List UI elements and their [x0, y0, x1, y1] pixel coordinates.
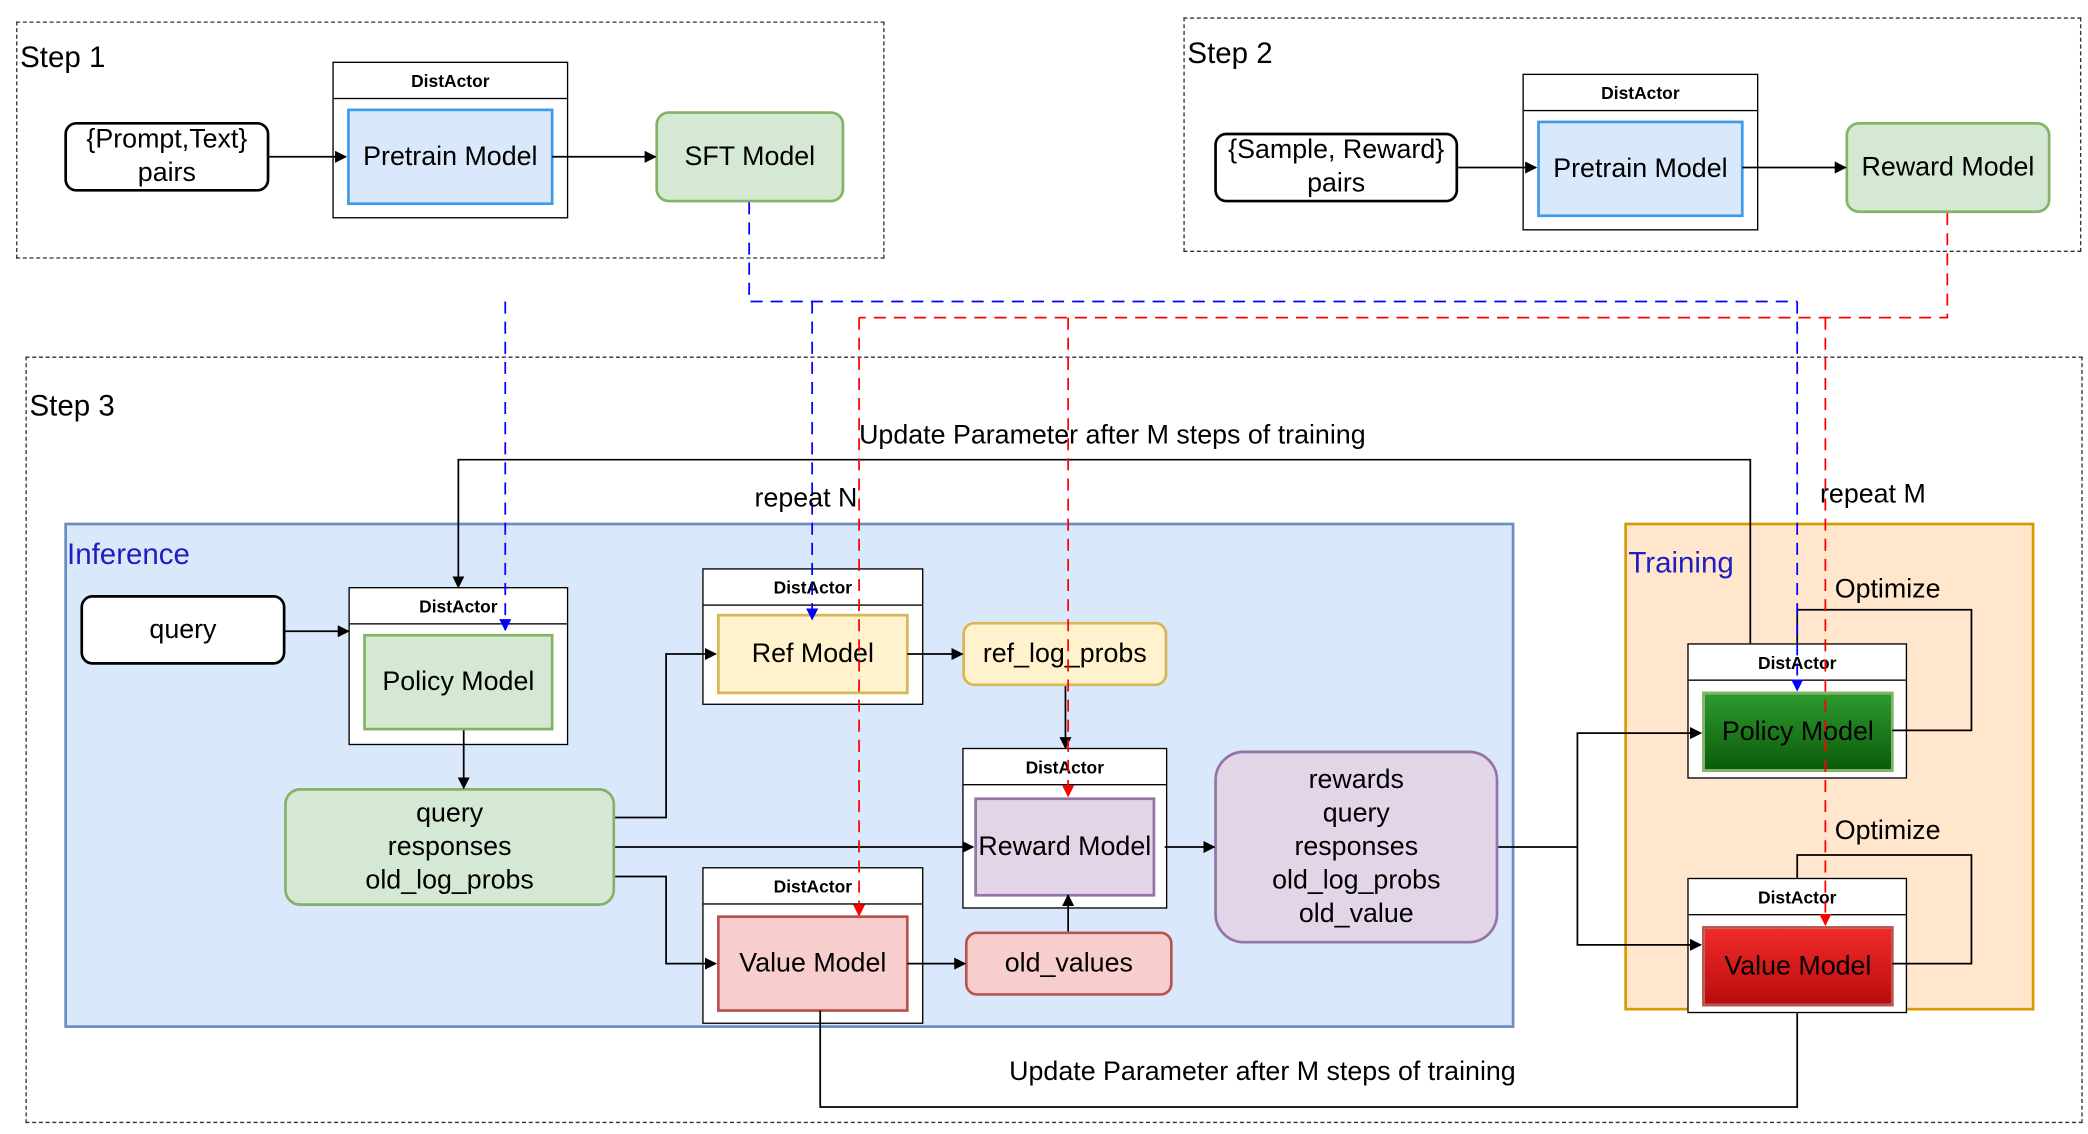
blue-dash-sft-trunk	[748, 202, 1798, 303]
distactor-policy-train: DistActor Policy Model	[1687, 643, 1908, 779]
distactor-pretrain-2: DistActor Pretrain Model	[1522, 73, 1759, 231]
value-model-train-node: Value Model	[1702, 926, 1894, 1007]
edge-update-value	[819, 1010, 1799, 1108]
query-bundle-line2: responses	[387, 831, 512, 862]
rewards-bundle-line4: old_log_probs	[1272, 865, 1441, 895]
old-values-node: old_values	[964, 931, 1173, 996]
distactor-header: DistActor	[333, 63, 567, 100]
distactor-header: DistActor	[1523, 75, 1758, 112]
rewards-bundle-line2: query	[1322, 798, 1390, 828]
edge-rewards-to-value-train	[1576, 847, 1703, 951]
prompt-text-pairs-line1: {Prompt,Text}	[86, 124, 248, 155]
step1-title: Step 1	[20, 40, 106, 74]
optimize-value-label: Optimize	[1834, 816, 1941, 846]
ref-model-node: Ref Model	[717, 613, 909, 695]
rewards-bundle-line1: rewards	[1308, 764, 1404, 795]
sample-reward-pairs-line1: {Sample, Reward}	[1228, 135, 1445, 165]
sample-reward-pairs-line2: pairs	[1307, 168, 1366, 199]
loop-optimize-policy	[1796, 608, 1973, 732]
edge-bundle-to-ref	[615, 647, 718, 819]
distactor-value-train: DistActor Value Model	[1687, 877, 1908, 1014]
prompt-text-pairs-node: {Prompt,Text} pairs	[64, 121, 270, 192]
sft-model-node: SFT Model	[655, 111, 845, 203]
step3-title: Step 3	[29, 388, 115, 423]
distactor-reward: DistActor Reward Model	[962, 747, 1168, 909]
query-node: query	[80, 595, 286, 665]
step1-box	[16, 21, 885, 259]
pretrain-model-2-node: Pretrain Model	[1537, 120, 1744, 218]
distactor-policy: DistActor Policy Model	[348, 587, 569, 746]
rewards-bundle-line5: old_value	[1298, 898, 1414, 929]
distactor-header: DistActor	[1688, 879, 1906, 916]
repeat-n-label: repeat N	[754, 483, 858, 514]
rewards-bundle-node: rewards query responses old_log_probs ol…	[1214, 750, 1499, 944]
loop-optimize-value	[1796, 854, 1973, 965]
rewards-bundle-line3: responses	[1294, 831, 1419, 862]
update-bottom-label: Update Parameter after M steps of traini…	[1009, 1057, 1516, 1087]
query-bundle-line3: old_log_probs	[365, 865, 534, 895]
distactor-header: DistActor	[349, 588, 567, 625]
distactor-header: DistActor	[963, 749, 1166, 786]
policy-model-node: Policy Model	[363, 633, 554, 731]
step2-title: Step 2	[1187, 36, 1273, 70]
pretrain-model-1-node: Pretrain Model	[347, 108, 554, 206]
distactor-header: DistActor	[703, 868, 923, 905]
red-dash-reward-trunk	[859, 213, 1949, 319]
step2-box	[1183, 17, 2082, 252]
prompt-text-pairs-line2: pairs	[137, 158, 196, 188]
query-bundle-node: query responses old_log_probs	[284, 788, 616, 906]
query-bundle-line1: query	[416, 798, 484, 828]
training-title: Training	[1628, 545, 1734, 579]
edge-bundle-to-value	[615, 875, 718, 970]
step3-box	[25, 356, 2083, 1124]
inference-title: Inference	[67, 537, 190, 571]
policy-model-train-node: Policy Model	[1702, 691, 1894, 772]
edge-rewards-to-policy-train	[1498, 727, 1703, 848]
update-top-label: Update Parameter after M steps of traini…	[859, 420, 1366, 451]
distactor-pretrain-1: DistActor Pretrain Model	[332, 61, 569, 219]
distactor-value: DistActor Value Model	[702, 867, 924, 1024]
sample-reward-pairs-node: {Sample, Reward} pairs	[1214, 132, 1459, 203]
edge-update-policy	[452, 458, 1752, 644]
reward-model-top-node: Reward Model	[1845, 121, 2051, 214]
optimize-policy-label: Optimize	[1834, 574, 1941, 605]
repeat-m-label: repeat M	[1819, 479, 1926, 510]
